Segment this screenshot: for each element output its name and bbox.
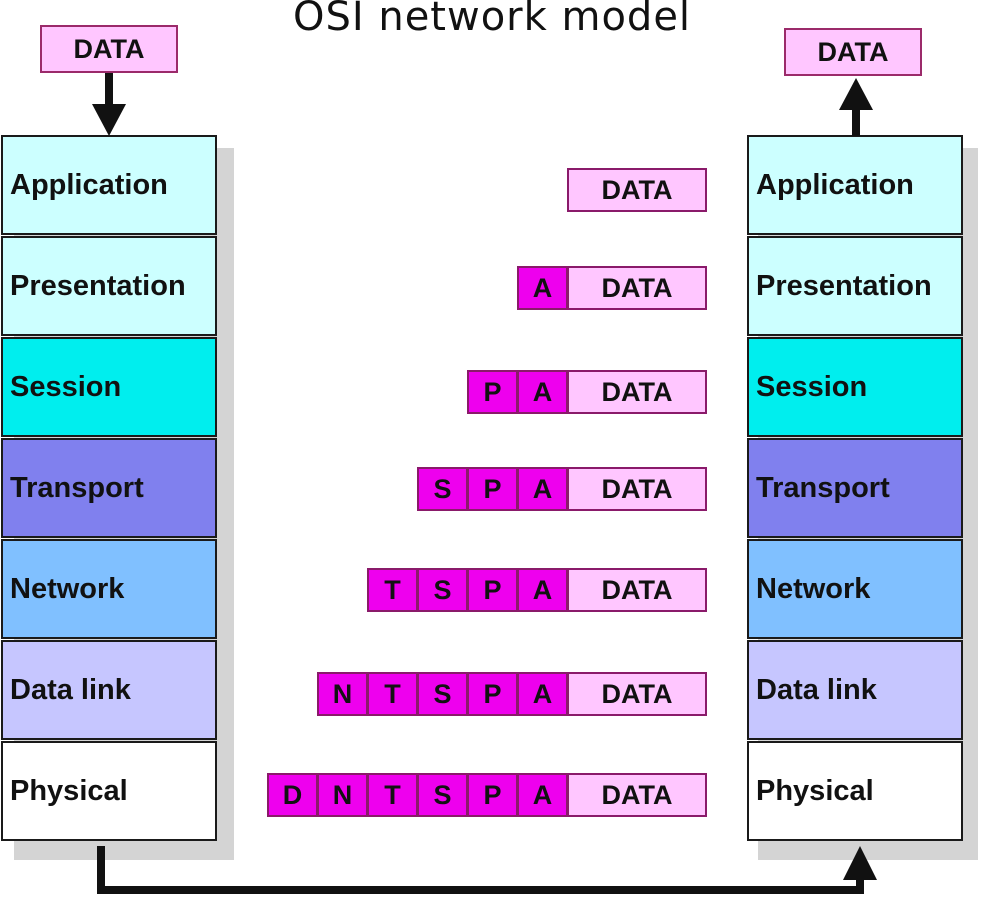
header-cell: N bbox=[317, 672, 368, 716]
payload-cell: DATA bbox=[567, 467, 707, 511]
header-cell: S bbox=[417, 467, 468, 511]
header-cell: A bbox=[517, 467, 568, 511]
layer-label: Session bbox=[756, 370, 868, 403]
output-data-tag: DATA bbox=[784, 28, 922, 76]
receiver-layer-transport: Transport bbox=[747, 438, 963, 538]
layer-label: Application bbox=[756, 168, 914, 201]
header-cell: P bbox=[467, 672, 518, 716]
payload-cell: DATA bbox=[567, 672, 707, 716]
layer-label: Network bbox=[756, 572, 871, 605]
payload-cell: DATA bbox=[567, 568, 707, 612]
layer-label: Presentation bbox=[756, 269, 932, 302]
payload-cell: DATA bbox=[567, 773, 707, 817]
sender-layer-physical: Physical bbox=[1, 741, 217, 841]
sender-layer-session: Session bbox=[1, 337, 217, 437]
header-cell: P bbox=[467, 568, 518, 612]
payload-cell: DATA bbox=[567, 168, 707, 212]
receiver-layer-network: Network bbox=[747, 539, 963, 639]
layer-label: Transport bbox=[756, 471, 890, 504]
header-cell: P bbox=[467, 467, 518, 511]
sender-layer-data-link: Data link bbox=[1, 640, 217, 740]
header-cell: S bbox=[417, 672, 468, 716]
sender-layer-network: Network bbox=[1, 539, 217, 639]
layer-label: Data link bbox=[756, 673, 877, 706]
receiver-layer-application: Application bbox=[747, 135, 963, 235]
header-cell: A bbox=[517, 773, 568, 817]
header-cell: D bbox=[267, 773, 318, 817]
layer-label: Network bbox=[10, 572, 125, 605]
receiver-layer-data-link: Data link bbox=[747, 640, 963, 740]
header-cell: A bbox=[517, 370, 568, 414]
receiver-layer-physical: Physical bbox=[747, 741, 963, 841]
layer-label: Physical bbox=[10, 774, 128, 807]
layer-label: Session bbox=[10, 370, 122, 403]
layer-label: Transport bbox=[10, 471, 144, 504]
header-cell: T bbox=[367, 773, 418, 817]
sender-layer-application: Application bbox=[1, 135, 217, 235]
header-cell: S bbox=[417, 568, 468, 612]
header-cell: S bbox=[417, 773, 468, 817]
receiver-layer-presentation: Presentation bbox=[747, 236, 963, 336]
input-data-label: DATA bbox=[73, 33, 145, 64]
diagram-title: OSI network model bbox=[292, 0, 692, 40]
receiver-layer-session: Session bbox=[747, 337, 963, 437]
layer-label: Application bbox=[10, 168, 168, 201]
input-data-tag: DATA bbox=[40, 25, 178, 73]
layer-label: Data link bbox=[10, 673, 131, 706]
up-arrow bbox=[839, 78, 873, 136]
down-arrow bbox=[92, 73, 126, 136]
output-data-label: DATA bbox=[817, 36, 889, 67]
payload-cell: DATA bbox=[567, 370, 707, 414]
payload-cell: DATA bbox=[567, 266, 707, 310]
sender-layer-transport: Transport bbox=[1, 438, 217, 538]
physical-link-arrow bbox=[97, 846, 877, 894]
header-cell: P bbox=[467, 370, 518, 414]
encapsulation-row: DATA bbox=[567, 168, 707, 212]
layer-label: Presentation bbox=[10, 269, 186, 302]
sender-layer-presentation: Presentation bbox=[1, 236, 217, 336]
layer-label: Physical bbox=[756, 774, 874, 807]
